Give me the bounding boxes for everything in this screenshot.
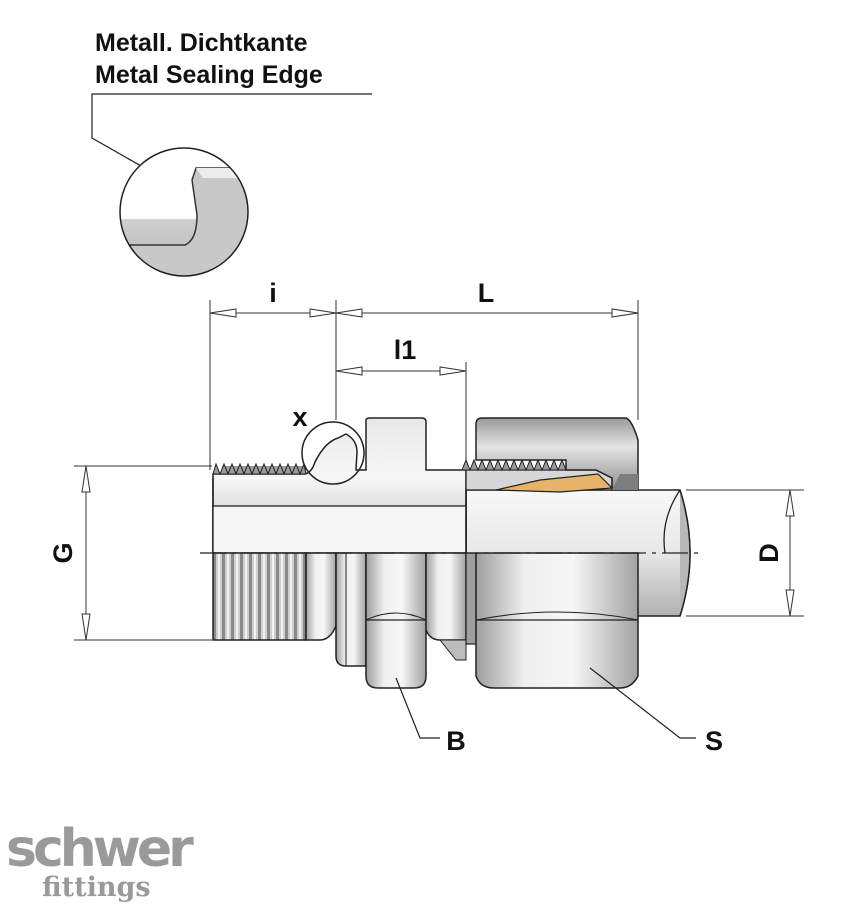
male-thread [212,552,307,641]
dim-label-B: B [446,726,466,756]
dim-label-G: G [48,542,78,563]
dim-label-L: L [478,278,495,308]
dim-label-i: i [269,278,277,308]
caption-english: Metal Sealing Edge [95,61,323,89]
logo-word-fittings: fittings [42,872,151,903]
leader-S [589,667,696,739]
cutting-ring [495,473,614,493]
fitting-body-exterior [212,490,639,689]
dimension-arrows [81,308,795,641]
dim-label-l1: l1 [394,335,417,365]
caption-german: Metall. Dichtkante [95,29,308,57]
dim-label-D: D [754,543,784,563]
fitting-body-section [212,417,614,554]
detail-marker-circle [301,421,365,485]
logo-word-schwer: schwer [6,819,194,879]
detail-circle [119,147,249,277]
dim-label-S: S [705,726,723,756]
leader-B [395,677,440,739]
dim-label-x: x [292,402,307,432]
schwer-fittings-logo: schwer fittings [6,819,198,903]
thread-upper-left [212,462,307,476]
caption-leader-line [91,93,372,179]
nut-section [475,417,639,491]
thread-upper-right [461,458,567,472]
